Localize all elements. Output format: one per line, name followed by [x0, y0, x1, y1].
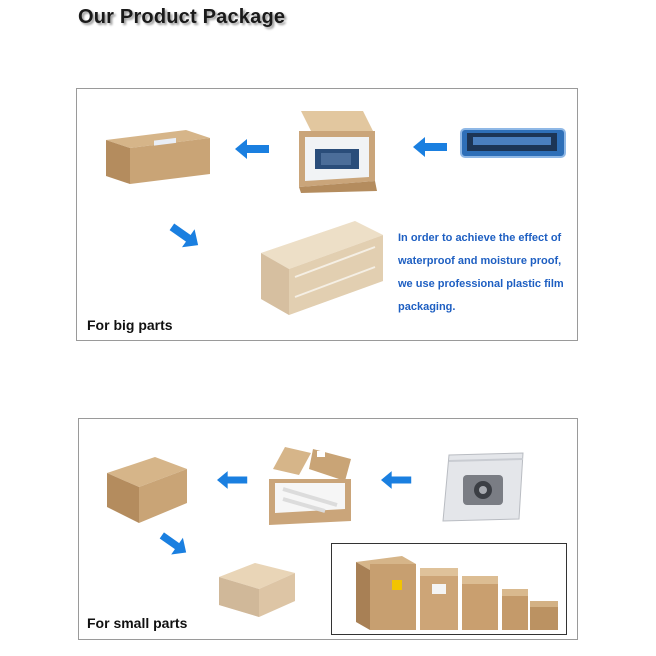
small-parts-caption: For small parts — [87, 615, 188, 631]
arrow-left-icon — [381, 471, 412, 489]
box-sizes-inset — [331, 543, 567, 635]
big-parts-caption: For big parts — [87, 317, 173, 333]
film-packaging-note: In order to achieve the effect of waterp… — [398, 232, 564, 313]
small-parts-panel: For small parts — [78, 418, 578, 640]
closed-box-image — [106, 130, 210, 184]
closed-box-image — [107, 457, 187, 523]
arrow-down-right-icon — [169, 223, 199, 248]
page-title: Our Product Package — [78, 6, 286, 28]
arrow-left-icon — [235, 139, 269, 159]
open-box-with-part-image — [299, 111, 377, 193]
stacked-boxes-image — [356, 556, 558, 630]
arrow-left-icon — [413, 137, 447, 157]
part-in-bag-image — [460, 128, 566, 158]
open-box-with-foam-image — [269, 447, 351, 525]
arrow-left-icon — [217, 471, 248, 489]
arrow-down-right-icon — [159, 532, 187, 555]
part-in-zip-bag-image — [442, 452, 524, 522]
film-wrapped-box-image — [261, 221, 383, 315]
film-wrapped-small-box-image — [219, 563, 295, 617]
big-parts-panel: In order to achieve the effect of waterp… — [76, 88, 578, 341]
